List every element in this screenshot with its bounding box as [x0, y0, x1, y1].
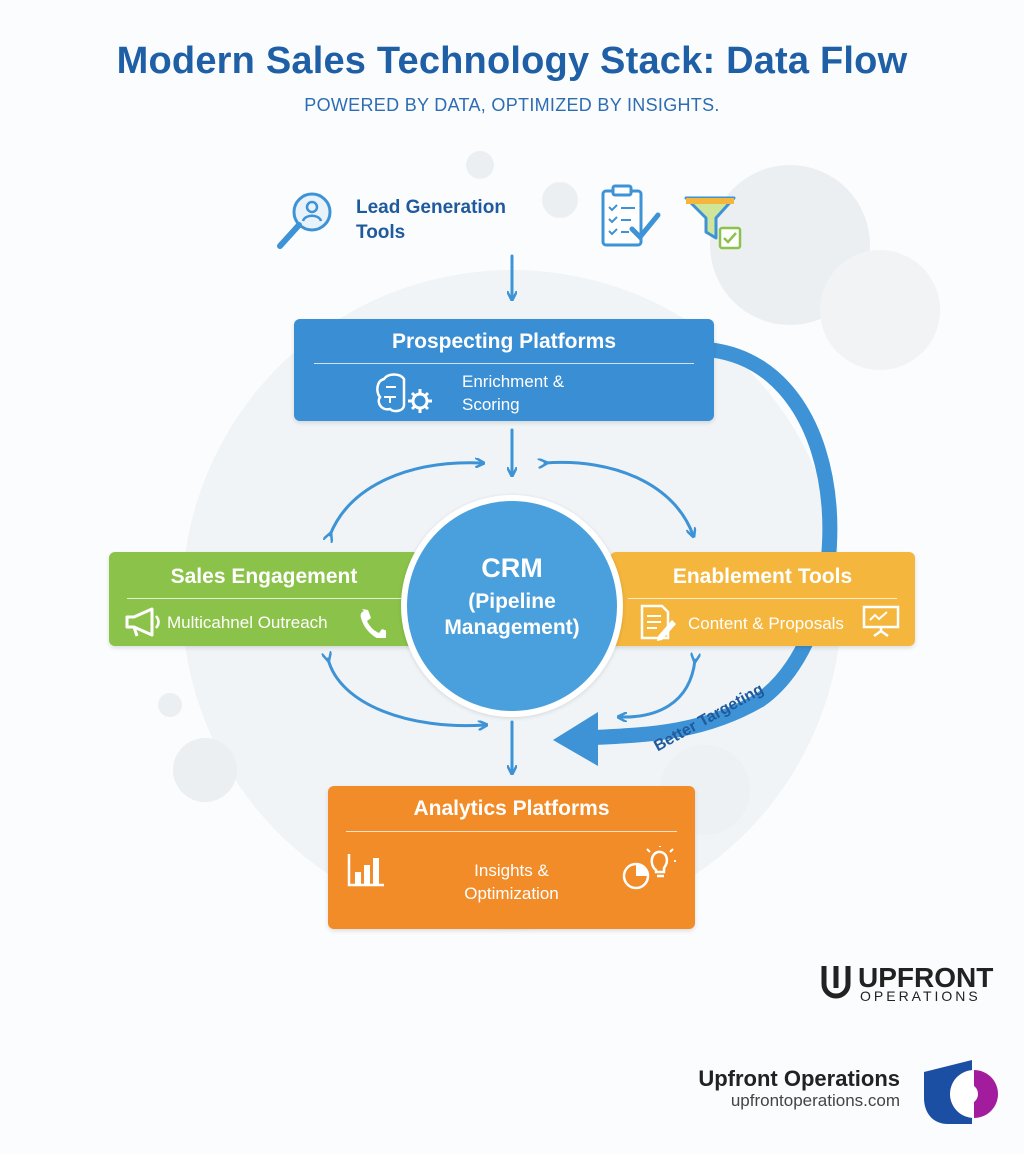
prospecting-divider: [314, 363, 694, 364]
diagram-subtitle: POWERED BY DATA, OPTIMIZED BY INSIGHTS.: [304, 95, 720, 115]
enablement-tools-title: Enablement Tools: [672, 565, 853, 588]
phone-icon: [360, 609, 386, 638]
background-circle: [542, 182, 578, 218]
analytics-subtitle: Insights & Optimization: [328, 859, 695, 905]
prospecting-platforms-box: Prospecting Platforms Enrichment & Scori…: [294, 319, 714, 421]
document-pencil-icon: [640, 604, 676, 641]
background-circle: [466, 151, 494, 179]
brand-url[interactable]: upfrontoperations.com: [730, 1091, 900, 1110]
analytics-divider: [346, 831, 677, 832]
sales-engagement-title: Sales Engagement: [170, 565, 358, 588]
lead-generation-label: Lead Generation Tools: [356, 195, 556, 245]
diagram-title: Modern Sales Technology Stack: Data Flow: [116, 40, 908, 82]
background-circle: [173, 738, 237, 802]
enablement-divider: [628, 598, 897, 599]
logo-subword: OPERATIONS: [860, 988, 981, 1004]
arrow-engagement-crm-top: [330, 463, 482, 535]
bar-chart-icon: [347, 854, 384, 887]
crm-line2: (Pipeline: [468, 590, 556, 613]
enablement-subtitle: Content & Proposals: [688, 614, 844, 633]
crm-title: CRM: [481, 553, 543, 583]
prospecting-platforms-title: Prospecting Platforms: [391, 330, 617, 353]
enablement-tools-box: Enablement Tools Content & Proposals: [610, 552, 915, 646]
prospecting-subtitle: Enrichment & Scoring: [462, 370, 564, 416]
pie-bulb-icon: [622, 846, 676, 890]
search-user-icon: [277, 192, 332, 249]
brand-name: Upfront Operations: [698, 1066, 900, 1091]
logo-word: UPFRONT: [858, 962, 994, 993]
prospecting-sub-line1: Enrichment &: [462, 372, 565, 391]
crm-hub: CRM (Pipeline Management): [401, 495, 623, 717]
lead-generation-line1: Lead Generation: [356, 197, 506, 218]
funnel-check-icon: [684, 196, 742, 250]
presentation-board-icon: [862, 605, 900, 638]
sales-engagement-subtitle: Multicahnel Outreach: [167, 613, 328, 632]
arrow-enablement-crm-bottom: [620, 660, 695, 717]
analytics-sub-line1: Insights &: [474, 861, 549, 880]
sales-engagement-divider: [127, 598, 401, 599]
lead-generation-line2: Tools: [356, 222, 406, 243]
feedback-arc: [584, 342, 838, 746]
brand-emblem-icon: [924, 1060, 998, 1124]
analytics-sub-line2: Optimization: [464, 884, 559, 903]
arrow-engagement-crm-bottom: [328, 659, 485, 726]
megaphone-icon: [125, 607, 160, 637]
background-circle: [158, 693, 182, 717]
prospecting-sub-line2: Scoring: [462, 395, 520, 414]
upfront-logo-mark-icon: [821, 966, 851, 999]
analytics-platforms-box: Analytics Platforms Insights & Optimizat…: [328, 786, 695, 929]
brain-gear-icon: [376, 373, 432, 413]
sales-engagement-box: Sales Engagement Multicahnel Outreach: [109, 552, 419, 646]
analytics-platforms-title: Analytics Platforms: [413, 797, 610, 820]
arrow-enablement-crm-top: [545, 462, 693, 535]
background-circle: [820, 250, 940, 370]
clipboard-checklist-icon: [601, 184, 661, 247]
crm-line3: Management): [444, 616, 580, 639]
